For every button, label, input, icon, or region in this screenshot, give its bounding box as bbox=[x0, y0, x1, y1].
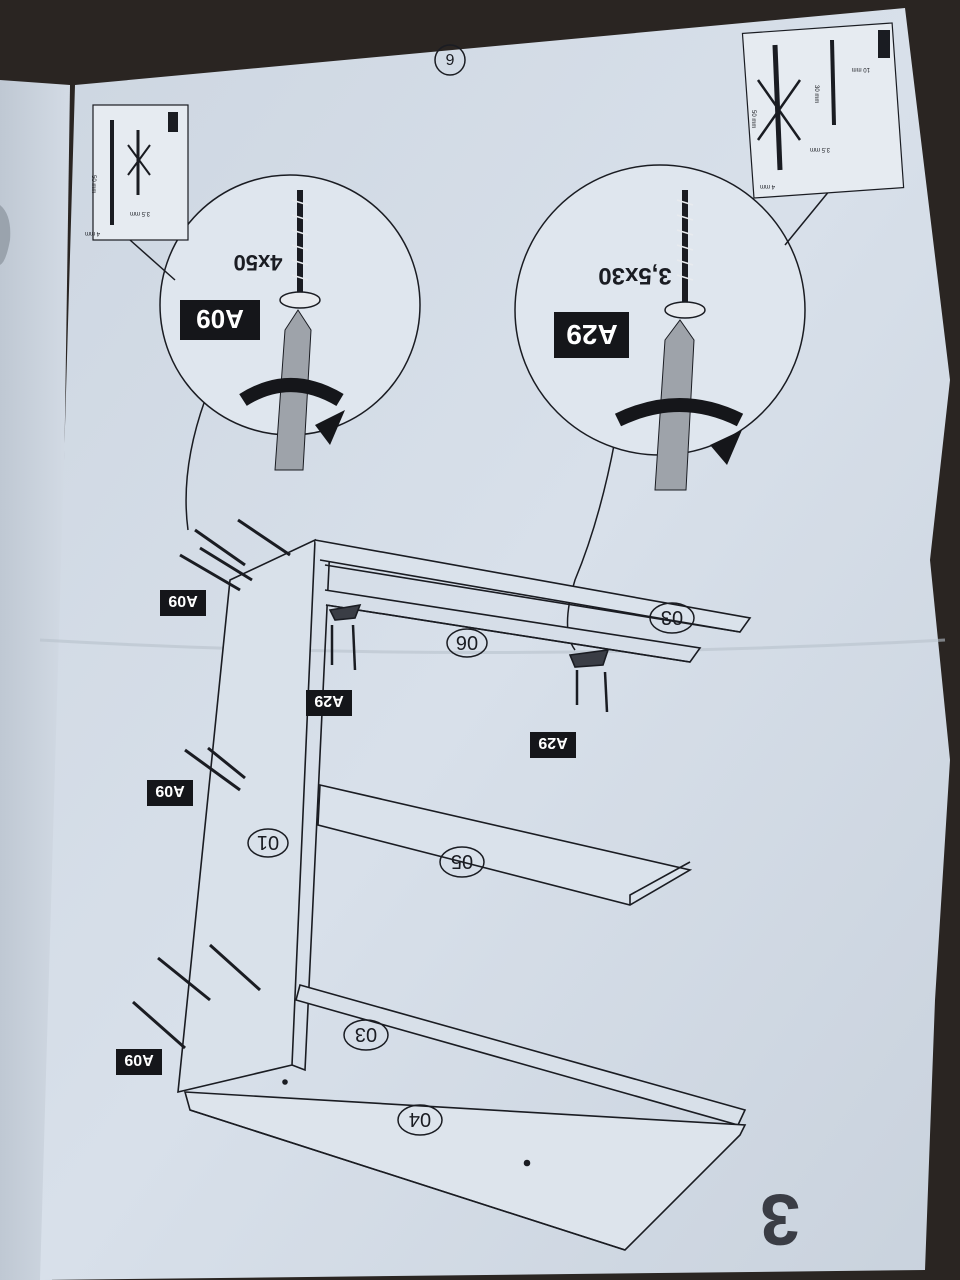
svg-text:A29: A29 bbox=[566, 319, 617, 350]
head-icon bbox=[878, 30, 890, 58]
svg-text:30 mm: 30 mm bbox=[813, 85, 819, 103]
svg-text:50 mm: 50 mm bbox=[90, 175, 96, 193]
svg-text:3.5 mm: 3.5 mm bbox=[810, 146, 830, 152]
callout-part-label: A29 bbox=[554, 312, 629, 358]
arrow-head-icon bbox=[710, 430, 742, 465]
step-number: 3 bbox=[760, 1179, 800, 1259]
svg-text:50 mm: 50 mm bbox=[750, 110, 756, 128]
svg-text:03: 03 bbox=[661, 606, 683, 628]
spec-connector bbox=[129, 239, 176, 281]
part-label-a29-right: A29 bbox=[530, 732, 576, 758]
page-number: 6 bbox=[434, 44, 466, 76]
panel-label-06: 06 bbox=[446, 628, 488, 658]
screw-a09-icon bbox=[184, 748, 241, 792]
screw-short-icon bbox=[830, 39, 836, 126]
bottom-panel-line bbox=[189, 1109, 626, 1251]
screw-a09-icon bbox=[237, 518, 291, 557]
svg-text:A09: A09 bbox=[155, 782, 184, 799]
cross-icon bbox=[756, 79, 802, 141]
screw-icon bbox=[664, 190, 706, 319]
rotation-arrow-icon bbox=[614, 398, 744, 427]
page-number-text: 6 bbox=[445, 50, 454, 67]
part-label-a09-middle: A09 bbox=[147, 780, 193, 806]
spec-card-a09: 4 mm 50 mm 3.5 mm bbox=[85, 104, 189, 241]
svg-text:10 mm: 10 mm bbox=[852, 66, 870, 72]
screw-a09-icon bbox=[179, 553, 241, 592]
screw-a09-icon bbox=[132, 1000, 186, 1050]
svg-text:4 mm: 4 mm bbox=[760, 183, 775, 189]
screw-size: 4x50 bbox=[234, 250, 283, 275]
bottom-panel bbox=[183, 1091, 747, 1251]
spec-connector bbox=[784, 189, 831, 246]
panel-label-03-bottom: 03 bbox=[343, 1019, 389, 1051]
callout-part-label: A09 bbox=[180, 300, 260, 340]
back-rail-line bbox=[325, 604, 691, 663]
callout-leader bbox=[185, 399, 206, 531]
page-number-circle bbox=[434, 44, 466, 76]
head-icon bbox=[168, 112, 178, 132]
svg-text:03: 03 bbox=[355, 1023, 377, 1045]
svg-text:4 mm: 4 mm bbox=[85, 230, 100, 236]
top-rail bbox=[314, 539, 752, 633]
arrow-head-icon bbox=[315, 410, 345, 445]
svg-text:A09: A09 bbox=[196, 304, 244, 334]
screw-a09-icon bbox=[157, 956, 211, 1002]
rotation-arrow-icon bbox=[239, 378, 344, 407]
top-rail-line bbox=[324, 564, 741, 633]
callout-a09: A09 4x50 4 mm 50 mm 3.5 mm bbox=[85, 104, 421, 531]
panel-label-05: 05 bbox=[439, 846, 485, 878]
spec-card-a29: 4 mm 50 mm 3.5 mm 30 mm 10 mm bbox=[741, 22, 905, 199]
bracket-icon bbox=[328, 603, 362, 621]
panel-label-03-top: 03 bbox=[649, 602, 695, 634]
svg-text:04: 04 bbox=[409, 1108, 431, 1130]
screw-icon bbox=[279, 190, 321, 309]
cross-icon bbox=[127, 144, 151, 176]
screw-size: 3,5x30 bbox=[598, 262, 671, 289]
part-label-a29-left: A29 bbox=[306, 690, 352, 716]
svg-text:A29: A29 bbox=[538, 734, 567, 751]
fold-crease bbox=[39, 638, 946, 654]
shelf-assembly bbox=[132, 518, 752, 1251]
middle-shelf-edge bbox=[629, 861, 691, 905]
bracket-icon bbox=[568, 649, 610, 668]
svg-text:3.5 mm: 3.5 mm bbox=[130, 210, 150, 216]
svg-text:05: 05 bbox=[451, 850, 473, 872]
panel-label-01: 01 bbox=[247, 828, 289, 858]
left-page-fragment bbox=[0, 205, 11, 265]
svg-text:A29: A29 bbox=[314, 692, 343, 709]
screw-a09-icon bbox=[194, 528, 246, 567]
callout-a29: A29 3,5x30 4 mm 50 mm 3.5 mm 30 mm 10 mm bbox=[514, 22, 905, 651]
svg-text:06: 06 bbox=[456, 631, 478, 653]
screw-a09-icon bbox=[199, 546, 253, 582]
screw-a09-icon bbox=[207, 746, 246, 780]
part-label-a09-top: A09 bbox=[160, 590, 206, 616]
svg-text:01: 01 bbox=[257, 831, 279, 853]
screw-a29-icon bbox=[351, 624, 357, 671]
screw-a29-icon bbox=[603, 671, 609, 713]
svg-text:A09: A09 bbox=[124, 1051, 153, 1068]
part-label-a09-bottom: A09 bbox=[116, 1049, 162, 1075]
screw-a09-icon bbox=[208, 943, 262, 992]
panel-label-04: 04 bbox=[397, 1104, 443, 1136]
svg-text:A09: A09 bbox=[168, 592, 197, 609]
